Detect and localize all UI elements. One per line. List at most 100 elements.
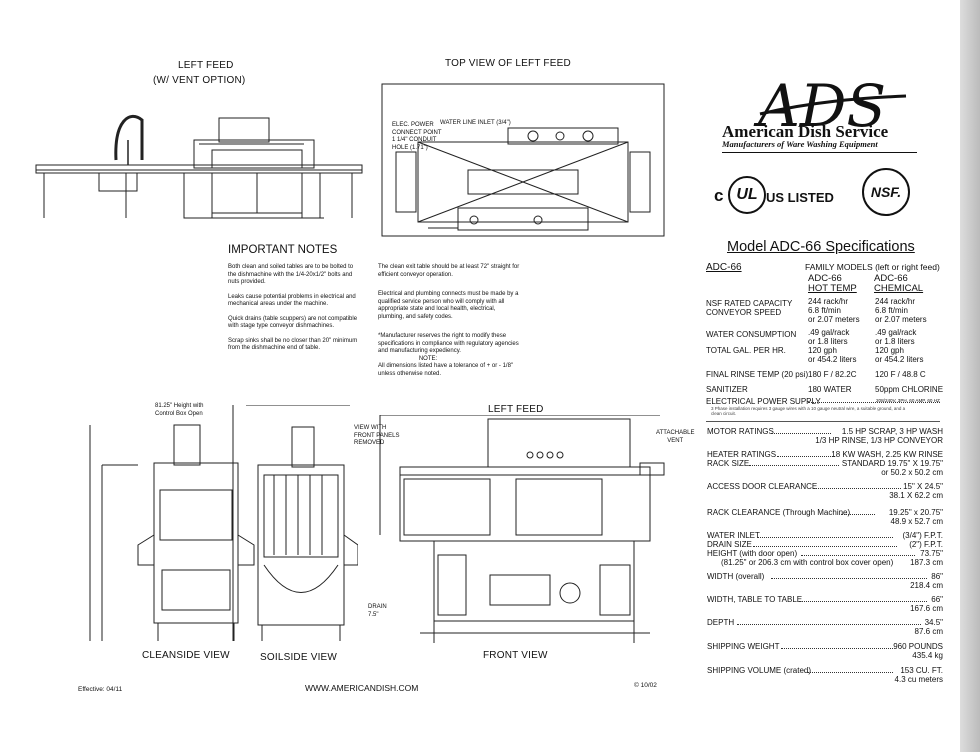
- left-feed-title: LEFT FEED: [178, 60, 234, 71]
- spec-row-water-inlet: WATER INLET (3/4") F.P.T.: [707, 531, 943, 540]
- spec-row-label: DRAIN SIZE: [707, 540, 752, 549]
- page-edge-shadow: [960, 0, 980, 752]
- spec-row-label: SHIPPING VOLUME (crated): [707, 666, 812, 675]
- spec-water-label: WATER CONSUMPTION: [706, 330, 797, 339]
- spec-row-value: 34.5": [924, 618, 943, 627]
- spec-row-value: 960 POUNDS: [893, 642, 943, 651]
- spec-nsf-chem: 244 rack/hr 6.8 ft/min or 2.07 meters: [875, 297, 927, 324]
- spec-row-value2: 187.3 cm: [910, 558, 943, 567]
- front-panels-label: VIEW WITH FRONT PANELS REMOVED: [354, 425, 400, 446]
- notes-column-1: Both clean and soiled tables are to be b…: [228, 264, 363, 353]
- tagline-underline: [722, 152, 917, 153]
- left-feed-front-title: LEFT FEED: [488, 404, 544, 415]
- spec-nsf-label: NSF RATED CAPACITY CONVEYOR SPEED: [706, 299, 793, 317]
- spec-row-label: HEATER RATINGS: [707, 450, 777, 459]
- spec-rinse-label: FINAL RINSE TEMP (20 psi): [706, 370, 809, 379]
- spec-rinse-chem: 120 F / 48.8 C: [875, 370, 926, 379]
- leader-dots: [841, 514, 875, 515]
- top-view-drawing: [378, 80, 668, 240]
- col-chem-heading: ADC-66 CHEMICAL: [874, 274, 923, 294]
- note-item: Electrical and plumbing connects must be…: [378, 291, 519, 320]
- spec-row-value2: 87.6 cm: [914, 627, 943, 636]
- note-heading: NOTE:: [418, 355, 438, 362]
- leader-dots: [801, 555, 915, 556]
- brand-name: American Dish Service: [722, 122, 889, 141]
- website-link[interactable]: WWW.AMERICANDISH.COM: [305, 683, 419, 693]
- leader-dots: [777, 456, 835, 457]
- spec-row-drain: DRAIN SIZE (2") F.P.T.: [707, 540, 943, 549]
- spec-model: ADC-66: [706, 262, 742, 273]
- spec-sanitizer-chem: 50ppm CHLORINE: [875, 385, 944, 394]
- spec-row-value: 1.5 HP SCRAP, 3 HP WASH: [841, 427, 943, 436]
- note-item: Leaks cause potential problems in electr…: [228, 293, 356, 308]
- ul-logo-icon: UL: [728, 176, 766, 214]
- elec-power-label: ELEC. POWER CONNECT POINT 1 1/4" CONDUIT…: [392, 122, 442, 151]
- spec-row-value: 15" X 24.5": [903, 482, 943, 491]
- spec-row-label: SHIPPING WEIGHT: [707, 642, 780, 651]
- spec-row-label: RACK SIZE: [707, 459, 750, 468]
- spec-row-value: 73.75": [920, 549, 943, 558]
- ads-logo-icon: ADS: [753, 72, 910, 136]
- spec-row-value2: 167.6 cm: [910, 604, 943, 613]
- note-item: Both clean and soiled tables are to be b…: [228, 264, 354, 285]
- spec-row-heater: HEATER RATINGS 18 KW WASH, 2.25 KW RINSE: [707, 450, 943, 459]
- col-hot-type: HOT TEMP: [808, 283, 857, 294]
- leader-dots: [807, 672, 893, 673]
- soilside-view-label: SOILSIDE VIEW: [260, 652, 338, 663]
- spec-row-value2: 435.4 kg: [912, 651, 943, 660]
- spec-row-value2: 4.3 cu meters: [894, 675, 943, 684]
- height-note: 81.25" Height with Control Box Open: [155, 403, 204, 417]
- spec-row-width-table: WIDTH, TABLE TO TABLE 66" 167.6 cm: [707, 595, 943, 613]
- spec-row-rack-clearance: RACK CLEARANCE (Through Machine) 19.25" …: [707, 508, 943, 526]
- spec-family: FAMILY MODELS (left or right feed): [805, 262, 940, 272]
- note-item: The clean exit table should be at least …: [378, 264, 520, 278]
- col-chem-type: CHEMICAL: [874, 283, 924, 294]
- spec-row-value: (2") F.P.T.: [909, 540, 943, 549]
- spec-row-label: ACCESS DOOR CLEARANCE: [707, 482, 818, 491]
- front-view-drawing: [370, 415, 670, 647]
- front-view-label: FRONT VIEW: [483, 650, 548, 661]
- spec-row-label: RACK CLEARANCE (Through Machine): [707, 508, 851, 517]
- leader-dots: [757, 537, 893, 538]
- note-item: *Manufacturer reserves the right to modi…: [378, 333, 519, 354]
- spec-row-depth: DEPTH 34.5" 87.6 cm: [707, 618, 943, 636]
- spec-row-label: WATER INLET: [707, 531, 760, 540]
- notes-column-2: The clean exit table should be at least …: [378, 264, 523, 378]
- leader-dots: [781, 648, 893, 649]
- spec-row-motor: MOTOR RATINGS 1.5 HP SCRAP, 3 HP WASH 1/…: [707, 427, 943, 445]
- spec-sanitizer-hot: 180 WATER: [808, 385, 852, 394]
- cleanside-soilside-drawing: [88, 405, 358, 645]
- notes-heading: IMPORTANT NOTES: [228, 244, 338, 256]
- spec-elec-value: 208/240V, 3PH, 60 AMP, 60 HZ: [876, 398, 940, 403]
- leader-dots: [813, 488, 901, 489]
- effective-date: Effective: 04/11: [78, 686, 123, 693]
- drain-label: DRAIN 7.5": [368, 604, 387, 618]
- spec-row-value: 66": [931, 595, 943, 604]
- spec-row-value2: 48.9 x 52.7 cm: [890, 517, 943, 526]
- spec-elec-dots: [808, 402, 940, 403]
- spec-rinse-hot: 180 F / 82.2C: [808, 370, 857, 379]
- brand-tagline: Manufacturers of Ware Washing Equipment: [722, 139, 878, 149]
- vent-option-label: (W/ VENT OPTION): [153, 75, 246, 86]
- spec-row-value: 18 KW WASH, 2.25 KW RINSE: [831, 450, 943, 459]
- spec-water-chem: .49 gal/rack or 1.8 liters 120 gph or 45…: [875, 328, 924, 364]
- left-feed-elevation-drawing: [34, 110, 364, 225]
- spec-row-value2: or 50.2 x 50.2 cm: [881, 468, 943, 477]
- copyright: © 10/02: [634, 682, 657, 689]
- cleanside-view-label: CLEANSIDE VIEW: [142, 650, 230, 661]
- attachable-vent-label: ATTACHABLE VENT: [656, 430, 695, 444]
- spec-nsf-hot: 244 rack/hr 6.8 ft/min or 2.07 meters: [808, 297, 860, 324]
- spec-row-height: HEIGHT (with door open) 73.75" (81.25" o…: [707, 549, 943, 567]
- specs-title: Model ADC-66 Specifications: [727, 239, 915, 255]
- note-item: Quick drains (table scuppers) are not co…: [228, 315, 358, 330]
- col-chem-model: ADC-66: [874, 273, 908, 284]
- spec-elec-label: ELECTRICAL POWER SUPPLY: [706, 397, 821, 406]
- ul-listed-text: US LISTED: [766, 190, 834, 205]
- spec-sanitizer-label: SANITIZER: [706, 385, 748, 394]
- spec-row-shipping-weight: SHIPPING WEIGHT 960 POUNDS 435.4 kg: [707, 642, 943, 660]
- leader-dots: [753, 546, 897, 547]
- spec-row-label: MOTOR RATINGS: [707, 427, 774, 436]
- note-text: All dimensions listed have a tolerance o…: [378, 363, 514, 377]
- spec-row-width-overall: WIDTH (overall) 86" 218.4 cm: [707, 572, 943, 590]
- nsf-logo-icon: NSF.: [862, 168, 910, 216]
